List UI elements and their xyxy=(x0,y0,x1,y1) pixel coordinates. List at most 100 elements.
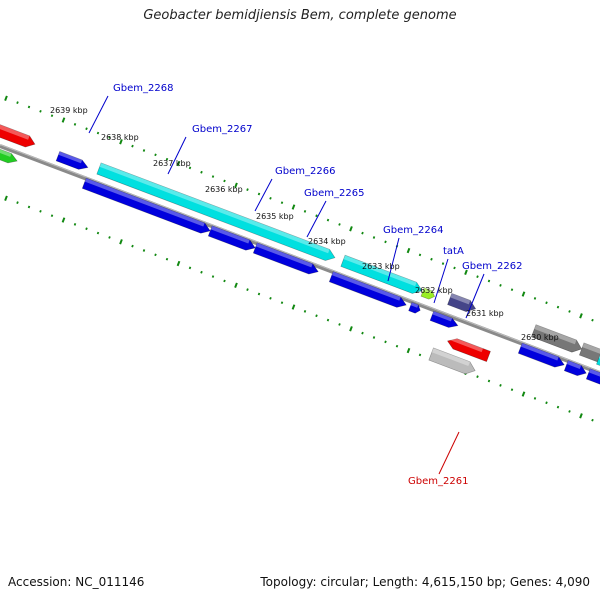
gene-feature-group xyxy=(578,342,600,366)
outer-tick xyxy=(16,101,19,104)
inner-tick xyxy=(165,257,169,261)
gene-feature-shine xyxy=(432,311,453,322)
inner-tick xyxy=(591,418,594,422)
gene-feature-shine xyxy=(534,324,577,345)
outer-tick xyxy=(176,160,181,167)
gene-feature-group xyxy=(207,225,256,251)
backbone-highlight xyxy=(0,144,600,373)
outer-tick xyxy=(119,139,123,145)
gene-feature xyxy=(429,310,459,328)
kbp-label: 2636 kbp xyxy=(205,185,243,194)
gene-feature xyxy=(81,177,211,234)
gene-2261-feature-group xyxy=(447,335,491,363)
gene-feature-group xyxy=(530,324,583,353)
outer-tick xyxy=(142,149,146,152)
outer-tick xyxy=(234,182,238,188)
inner-tick xyxy=(579,413,583,419)
inner-tick xyxy=(533,397,537,400)
inner-tick-ring xyxy=(4,195,594,422)
gene-2262-feature xyxy=(447,293,477,312)
outer-tick xyxy=(61,117,66,123)
gene-2262-feature-shine xyxy=(450,293,471,305)
gene-2261-feature-shine xyxy=(448,335,483,353)
inner-tick xyxy=(395,344,399,348)
label-connector xyxy=(387,237,400,282)
outer-tick xyxy=(487,279,491,283)
genome-summary-text: Topology: circular; Length: 4,615,150 bp… xyxy=(260,575,590,589)
kbp-label: 2638 kbp xyxy=(101,133,139,142)
gene-feature-shine xyxy=(0,123,30,140)
outer-tick xyxy=(372,236,376,239)
outer-tick xyxy=(510,288,514,292)
gene-feature xyxy=(578,342,600,366)
gene-2261-feature xyxy=(447,338,491,363)
gene-tata-feature-group xyxy=(420,287,435,300)
gene-label: Gbem_2268 xyxy=(113,83,173,94)
label-connector xyxy=(167,136,187,175)
gene-feature-shine xyxy=(582,342,600,358)
gene-feature xyxy=(0,144,18,164)
gene-2267-feature-shine xyxy=(99,162,330,254)
gene-label: tatA xyxy=(443,246,464,257)
inner-tick xyxy=(16,201,19,204)
label-connector xyxy=(433,258,449,304)
inner-tick xyxy=(61,217,66,223)
gene-feature-group xyxy=(55,151,89,170)
outer-tick xyxy=(568,310,571,313)
gene-features xyxy=(0,123,600,385)
kbp-label: 2631 kbp xyxy=(466,309,504,318)
outer-tick xyxy=(211,175,215,178)
outer-tick xyxy=(579,313,583,319)
inner-tick xyxy=(39,209,42,213)
inner-tick xyxy=(326,318,330,322)
outer-tick xyxy=(418,253,422,257)
gene-labels: Gbem_2268Gbem_2267Gbem_2266Gbem_2265Gbem… xyxy=(113,83,522,487)
outer-tick xyxy=(453,266,456,270)
outer-tick xyxy=(257,192,261,196)
gene-feature xyxy=(207,225,256,251)
inner-tick xyxy=(361,331,364,335)
outer-tick xyxy=(50,114,54,118)
outer-tick xyxy=(223,179,226,183)
inner-tick xyxy=(568,410,571,413)
gene-feature-shine xyxy=(331,271,401,301)
outer-tick xyxy=(476,275,479,279)
outer-tick xyxy=(200,170,203,174)
gene-label: Gbem_2264 xyxy=(383,225,443,236)
inner-tick xyxy=(200,270,203,274)
outer-tick xyxy=(545,301,548,305)
gene-feature-group xyxy=(252,242,319,275)
label-connector xyxy=(306,200,327,238)
gene-feature-group xyxy=(408,301,421,314)
inner-tick xyxy=(4,195,8,201)
outer-tick xyxy=(441,262,445,265)
kbp-label: 2635 kbp xyxy=(256,212,294,221)
inner-tick xyxy=(521,391,526,397)
inner-tick xyxy=(211,275,215,278)
label-connector xyxy=(465,273,485,319)
outer-tick xyxy=(154,153,157,157)
outer-tick xyxy=(96,131,100,135)
gene-feature-shine xyxy=(210,225,250,244)
outer-tick xyxy=(291,204,296,210)
outer-tick xyxy=(521,291,526,297)
outer-tick xyxy=(188,166,192,170)
inner-tick xyxy=(338,323,341,326)
gene-feature-shine xyxy=(0,145,12,157)
outer-tick xyxy=(499,284,502,287)
outer-tick xyxy=(361,231,364,235)
gene-feature xyxy=(596,354,600,369)
gene-2261b-feature-shine xyxy=(431,347,470,367)
inner-tick xyxy=(349,326,353,332)
gene-feature-group xyxy=(328,271,407,308)
gene-feature-shine xyxy=(520,343,559,361)
inner-tick xyxy=(119,239,123,245)
gene-2262-feature-group xyxy=(447,293,477,312)
gene-feature-shine xyxy=(410,302,419,308)
gene-feature-group xyxy=(585,368,600,385)
outer-tick-ring xyxy=(4,95,594,322)
outer-tick xyxy=(591,318,594,322)
